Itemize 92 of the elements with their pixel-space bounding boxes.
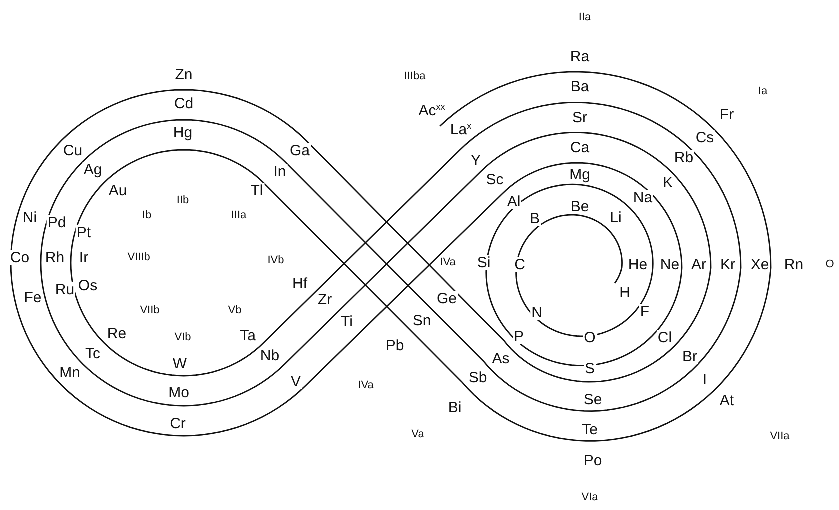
group-label: IVa <box>439 258 457 268</box>
element-symbol: Rh <box>44 250 66 266</box>
element-symbol: Ac$^{xx}$ <box>418 104 446 118</box>
element-symbol: He <box>627 258 649 272</box>
element-symbol: Si <box>476 256 492 270</box>
element-symbol: Tl <box>250 184 264 198</box>
group-label: IIIba <box>403 72 427 82</box>
element-symbol: Tc <box>84 346 102 362</box>
element-symbol: Mo <box>168 386 190 400</box>
element-symbol: Ba <box>570 80 590 94</box>
element-symbol: Be <box>570 200 590 214</box>
group-label: VIIb <box>139 306 161 316</box>
element-symbol: Cu <box>62 144 84 158</box>
element-symbol: Ar <box>690 258 708 272</box>
element-symbol: Ru <box>54 282 76 298</box>
group-label: O <box>824 260 836 270</box>
group-label: Ib <box>141 210 153 222</box>
element-symbol: Nb <box>259 348 281 364</box>
element-symbol: Sc <box>485 172 505 188</box>
element-symbol: Ta <box>239 328 257 344</box>
element-symbol: Re <box>106 326 128 342</box>
element-symbol: Cd <box>173 96 195 112</box>
element-symbol: Pd <box>46 216 68 230</box>
group-label: IIa <box>578 12 592 24</box>
element-symbol: Xe <box>750 258 770 272</box>
element-symbol: C <box>514 258 526 272</box>
element-symbol: Hf <box>292 276 308 292</box>
group-label: IIIa <box>230 210 248 222</box>
element-symbol: La$^{x}$ <box>449 122 473 138</box>
element-symbol: Os <box>77 278 99 294</box>
element-symbol: Fr <box>718 108 736 122</box>
element-symbol: Te <box>581 422 599 438</box>
group-label: VIa <box>580 492 600 504</box>
group-label: Vb <box>227 306 243 316</box>
element-symbol: K <box>662 176 674 190</box>
group-label: IVa <box>357 380 375 392</box>
group-label: VIIa <box>769 432 791 442</box>
element-symbol: At <box>718 394 736 408</box>
element-symbol: Y <box>470 154 482 168</box>
element-symbol: Ag <box>82 162 104 178</box>
element-symbol: V <box>290 374 302 390</box>
element-symbol: Cr <box>169 416 187 432</box>
element-symbol: Mn <box>58 366 82 380</box>
element-symbol: Co <box>9 250 31 266</box>
group-label: IIb <box>176 196 190 206</box>
element-symbol: Ti <box>340 314 354 330</box>
element-symbol: Se <box>582 392 604 408</box>
element-symbol: Zn <box>174 68 194 82</box>
element-symbol: Li <box>609 210 623 226</box>
element-symbol: H <box>618 286 632 300</box>
element-symbol: Ir <box>78 250 90 266</box>
element-symbol: Br <box>682 350 698 364</box>
group-label: Ia <box>757 86 769 98</box>
element-symbol: S <box>584 362 596 376</box>
element-symbol: Kr <box>720 258 736 272</box>
element-symbol: Ca <box>569 140 591 156</box>
element-symbol: Ni <box>22 210 38 226</box>
element-symbol: Zr <box>316 292 334 308</box>
element-symbol: Cs <box>694 130 716 146</box>
element-symbol: Sr <box>572 110 588 126</box>
element-symbol: Fe <box>23 290 43 306</box>
group-label: VIb <box>174 332 192 344</box>
group-label: Va <box>410 430 426 440</box>
element-symbol: Ge <box>436 292 458 306</box>
element-symbol: Pb <box>384 338 406 354</box>
element-symbol: I <box>702 372 708 388</box>
element-symbol: W <box>172 356 188 372</box>
element-symbol: B <box>529 212 541 226</box>
group-label: IVb <box>266 256 286 266</box>
element-symbol: As <box>491 352 511 366</box>
element-symbol: P <box>513 330 525 344</box>
element-symbol: Ne <box>659 258 681 272</box>
element-symbol: Sb <box>468 370 488 386</box>
element-symbol: Hg <box>172 126 194 140</box>
element-symbol: In <box>272 164 288 180</box>
element-symbol: Bi <box>447 400 463 416</box>
element-symbol: Rb <box>673 150 695 166</box>
element-symbol: Ga <box>289 144 311 158</box>
element-symbol: N <box>530 306 544 320</box>
element-symbol: Na <box>632 190 654 206</box>
element-symbol: O <box>583 330 597 346</box>
element-symbol: Pt <box>76 226 92 240</box>
element-symbol: Mg <box>568 168 592 182</box>
element-symbol: Au <box>108 184 128 198</box>
group-label: VIIIb <box>126 252 152 264</box>
element-symbol: Sn <box>412 314 432 328</box>
element-symbol: Po <box>582 454 604 468</box>
element-symbol: F <box>639 304 651 320</box>
element-symbol: Rn <box>783 258 805 272</box>
element-symbol: Cl <box>656 330 674 346</box>
element-symbol: Al <box>506 194 522 210</box>
element-symbol: Ra <box>569 50 591 64</box>
